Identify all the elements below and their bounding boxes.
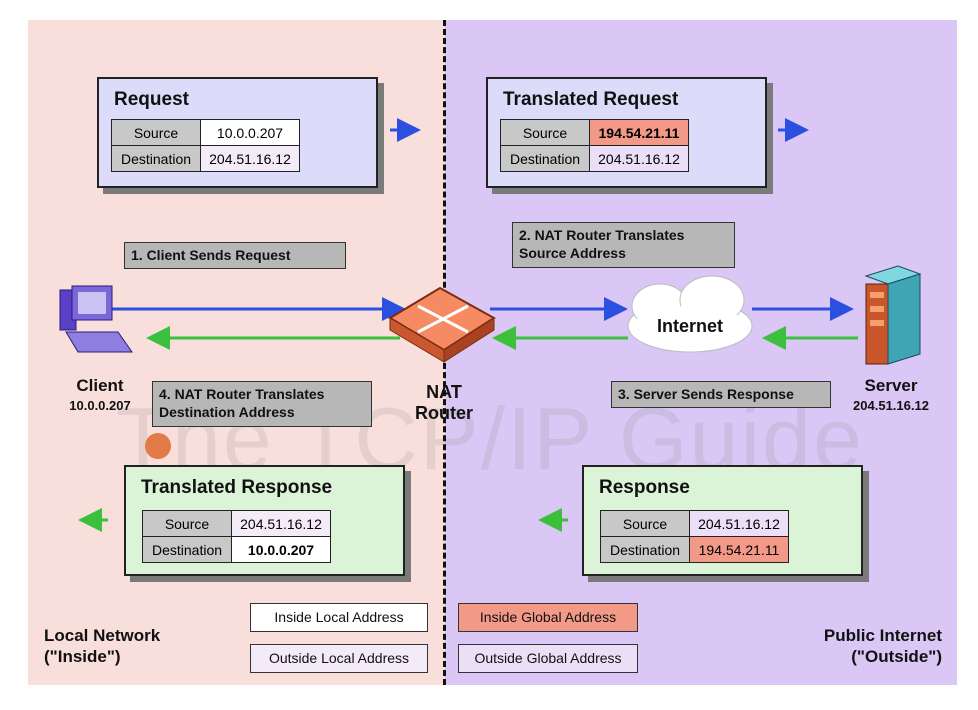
nat-router-line-2: Router	[415, 403, 473, 423]
destination-label: Destination	[600, 536, 690, 563]
destination-value: 194.54.21.11	[689, 536, 789, 563]
response-address-table: Source 204.51.16.12 Destination 194.54.2…	[600, 510, 789, 563]
legend-inside-local: Inside Local Address	[250, 603, 428, 632]
nat-router-line-1: NAT	[426, 382, 462, 402]
local-network-line-2: ("Inside")	[44, 647, 121, 666]
translated-request-title: Translated Request	[503, 89, 679, 110]
legend-outside-local: Outside Local Address	[250, 644, 428, 673]
response-card: Response Source 204.51.16.12 Destination…	[582, 465, 863, 576]
translated-request-card: Translated Request Source 194.54.21.11 D…	[486, 77, 767, 188]
server-ip: 204.51.16.12	[853, 398, 929, 413]
nat-router-label: NAT Router	[400, 382, 488, 424]
destination-value: 10.0.0.207	[231, 536, 331, 563]
step-1-label: 1. Client Sends Request	[124, 242, 346, 269]
translated-response-address-table: Source 204.51.16.12 Destination 10.0.0.2…	[142, 510, 331, 563]
step-4-line-1: 4. NAT Router Translates	[159, 386, 325, 402]
legend-outside-global: Outside Global Address	[458, 644, 638, 673]
translated-response-title: Translated Response	[141, 477, 333, 498]
request-address-table: Source 10.0.0.207 Destination 204.51.16.…	[111, 119, 300, 172]
source-label: Source	[111, 119, 201, 146]
destination-label: Destination	[111, 145, 201, 172]
request-title: Request	[114, 89, 189, 110]
internet-label: Internet	[656, 316, 723, 336]
source-value: 204.51.16.12	[689, 510, 789, 537]
public-internet-label: Public Internet ("Outside")	[780, 625, 942, 667]
client-computer-icon	[59, 285, 133, 353]
destination-label: Destination	[142, 536, 232, 563]
step-4-line-2: Destination Address	[159, 404, 295, 420]
public-internet-line-2: ("Outside")	[851, 647, 942, 666]
nat-router-icon	[388, 286, 496, 363]
step-2-line-1: 2. NAT Router Translates	[519, 227, 685, 243]
local-network-label: Local Network ("Inside")	[44, 625, 160, 667]
translated-request-address-table: Source 194.54.21.11 Destination 204.51.1…	[500, 119, 689, 172]
cursor-indicator	[145, 433, 171, 459]
step-2-line-2: Source Address	[519, 245, 626, 261]
server-icon	[864, 265, 922, 365]
legend-inside-global: Inside Global Address	[458, 603, 638, 632]
source-label: Source	[500, 119, 590, 146]
internet-cloud-icon	[627, 275, 753, 353]
public-internet-line-1: Public Internet	[823, 626, 942, 645]
destination-value: 204.51.16.12	[200, 145, 300, 172]
source-label: Source	[142, 510, 232, 537]
source-value: 204.51.16.12	[231, 510, 331, 537]
translated-response-card: Translated Response Source 204.51.16.12 …	[124, 465, 405, 576]
response-title: Response	[599, 477, 690, 498]
server-name: Server	[864, 376, 918, 395]
local-network-line-1: Local Network	[44, 626, 161, 645]
step-2-label: 2. NAT Router Translates Source Address	[512, 222, 735, 268]
source-value: 194.54.21.11	[589, 119, 689, 146]
destination-value: 204.51.16.12	[589, 145, 689, 172]
source-label: Source	[600, 510, 690, 537]
client-ip: 10.0.0.207	[69, 398, 131, 413]
destination-label: Destination	[500, 145, 590, 172]
source-value: 10.0.0.207	[200, 119, 300, 146]
step-4-label: 4. NAT Router Translates Destination Add…	[152, 381, 372, 427]
request-card: Request Source 10.0.0.207 Destination 20…	[97, 77, 378, 188]
client-name: Client	[76, 376, 124, 395]
step-3-label: 3. Server Sends Response	[611, 381, 831, 408]
